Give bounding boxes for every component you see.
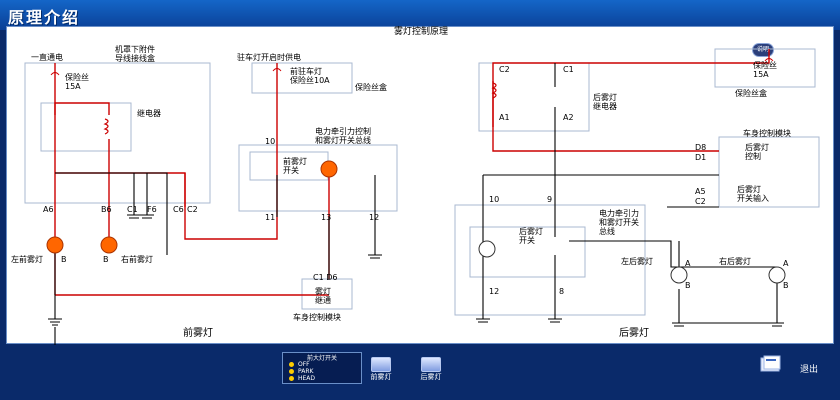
switch-pin-11: 11 [265, 213, 276, 222]
option-dot-icon [289, 369, 294, 374]
front-fog-button[interactable]: 前雾灯 [366, 357, 396, 381]
diagram-title: 雾灯控制原理 [393, 27, 448, 37]
fog-module-label: 雾灯 继通 [315, 287, 331, 305]
park-fuse-icon [272, 68, 282, 72]
left-front-lamp-label: 左前雾灯 [11, 255, 43, 264]
switch-pin-13: 13 [321, 213, 332, 222]
rear-relay-pin-c2: C2 [499, 65, 510, 74]
front-fuse-label: 保险丝 15A [65, 73, 89, 91]
left-front-fog-lamp-icon [46, 236, 64, 254]
rear-switch-pin-8: 8 [559, 287, 565, 296]
rear-module-pin-d1: D1 [695, 153, 707, 162]
option-dot-icon [289, 362, 294, 367]
headlamp-switch-panel: 前大灯开关 OFF PARK HEAD [282, 352, 362, 384]
switch-option-park[interactable]: PARK [289, 368, 313, 375]
park-fuse-box-outline [251, 62, 353, 94]
front-fuse-icon [50, 72, 60, 76]
right-front-lamp-label: 右前雾灯 [121, 255, 153, 264]
right-rear-lamp-pin-b: B [783, 281, 789, 290]
rear-switch-box-outline [454, 204, 646, 316]
rear-control-label: 后雾灯 控制 [745, 143, 769, 161]
front-fuse-box-outline [24, 62, 211, 204]
relay-label: 继电器 [137, 109, 161, 118]
right-front-lamp-pin: B [103, 255, 109, 264]
rear-switch-outline [469, 226, 586, 278]
switch-pin-12: 12 [369, 213, 380, 222]
switch-pin-10: 10 [265, 137, 276, 146]
park-fuse-label: 前驻车灯 保险丝10A [290, 67, 330, 85]
option-dot-icon [289, 376, 294, 381]
rear-module-pin-a5: A5 [695, 187, 706, 196]
rear-module-pin-c2: C2 [695, 197, 706, 206]
front-power-wires [54, 63, 330, 296]
left-rear-lamp-pin-b: B [685, 281, 691, 290]
rear-relay-pin-a2: A2 [563, 113, 574, 122]
switch-option-head[interactable]: HEAD [289, 375, 315, 382]
left-rear-lamp-pin-a: A [685, 259, 691, 268]
right-front-fog-lamp-icon [100, 236, 118, 254]
switch-indicator-lamp-icon [320, 160, 338, 178]
front-fuse-box-label: 机罩下附件 导线接线盒 [115, 45, 155, 63]
wiring-diagram [24, 48, 820, 345]
rear-fog-button[interactable]: 后雾灯 [416, 357, 446, 381]
pin-f6: F6 [147, 205, 157, 214]
page-title: 原理介绍 [8, 8, 81, 27]
rear-relay-pin-a1: A1 [499, 113, 510, 122]
rear-module-pin-d8: D8 [695, 143, 707, 152]
right-rear-lamp-label: 右后雾灯 [719, 257, 751, 266]
fuse-box2-label: 保险丝盒 [355, 83, 387, 92]
front-switch-label: 前雾灯 开关 [283, 157, 307, 175]
bottom-bar [0, 346, 840, 400]
rear-switch-label: 后雾灯 开关 [519, 227, 543, 245]
rear-switch-pin-10: 10 [489, 195, 500, 204]
pin-c6: C6 [173, 205, 184, 214]
title-bar: 原理介绍 [0, 0, 840, 30]
rear-fuse-label: 保险丝 15A [753, 61, 777, 79]
front-body-module-label: 车身控制模块 [293, 313, 341, 322]
left-front-lamp-pin: B [61, 255, 67, 264]
always-power-label: 一直通电 [31, 53, 63, 62]
traction-switch-box-outline [238, 144, 398, 212]
module-pins-label: C1 D6 [313, 273, 338, 282]
rear-switch-pin-12: 12 [489, 287, 500, 296]
rear-relay-label: 后雾灯 继电器 [593, 93, 617, 111]
diagram-panel: 雾灯控制原理 说明 [6, 26, 834, 345]
relay-coil [103, 118, 109, 135]
left-rear-lamp-label: 左后雾灯 [621, 257, 653, 266]
pin-c1: C1 [127, 205, 138, 214]
rear-switch-pin-9: 9 [547, 195, 553, 204]
front-section-label: 前雾灯 [183, 328, 213, 339]
rear-power-wires [492, 49, 770, 152]
exit-button[interactable]: 退出 [800, 365, 819, 375]
rear-traction-label: 电力牵引力 和雾灯开关 总线 [599, 209, 639, 236]
rear-fuse-box-label: 保险丝盒 [735, 89, 767, 98]
right-rear-lamp-pin-a: A [783, 259, 789, 268]
park-power-label: 驻车灯开启时供电 [237, 53, 301, 62]
rear-body-module-label: 车身控制模块 [743, 129, 791, 138]
traction-label: 电力牵引力控制 和雾灯开关总线 [315, 127, 371, 145]
rear-ground-symbols [476, 318, 784, 327]
fog-module-outline [301, 278, 353, 310]
rear-relay-coil [491, 82, 497, 99]
switch-option-off[interactable]: OFF [289, 361, 310, 368]
rear-fog-button-icon [421, 357, 441, 372]
pin-a6: A6 [43, 205, 54, 214]
rear-fuse-box-outline [714, 48, 816, 88]
rear-section-label: 后雾灯 [619, 328, 649, 339]
rear-switch-lamp-icon [478, 240, 496, 258]
left-rear-fog-lamp-icon [670, 266, 688, 284]
right-rear-fog-lamp-icon [768, 266, 786, 284]
front-ground-symbols [48, 214, 382, 326]
rear-switch-input-label: 后雾灯 开关输入 [737, 185, 769, 203]
pin-c2: C2 [187, 205, 198, 214]
headlamp-switch-title: 前大灯开关 [306, 355, 337, 362]
rear-relay-pin-c1: C1 [563, 65, 574, 74]
rear-wires [482, 63, 778, 324]
rear-body-module-outline [718, 136, 820, 208]
front-fog-button-icon [371, 357, 391, 372]
book-icon[interactable] [758, 354, 784, 374]
pin-b6: B6 [101, 205, 112, 214]
